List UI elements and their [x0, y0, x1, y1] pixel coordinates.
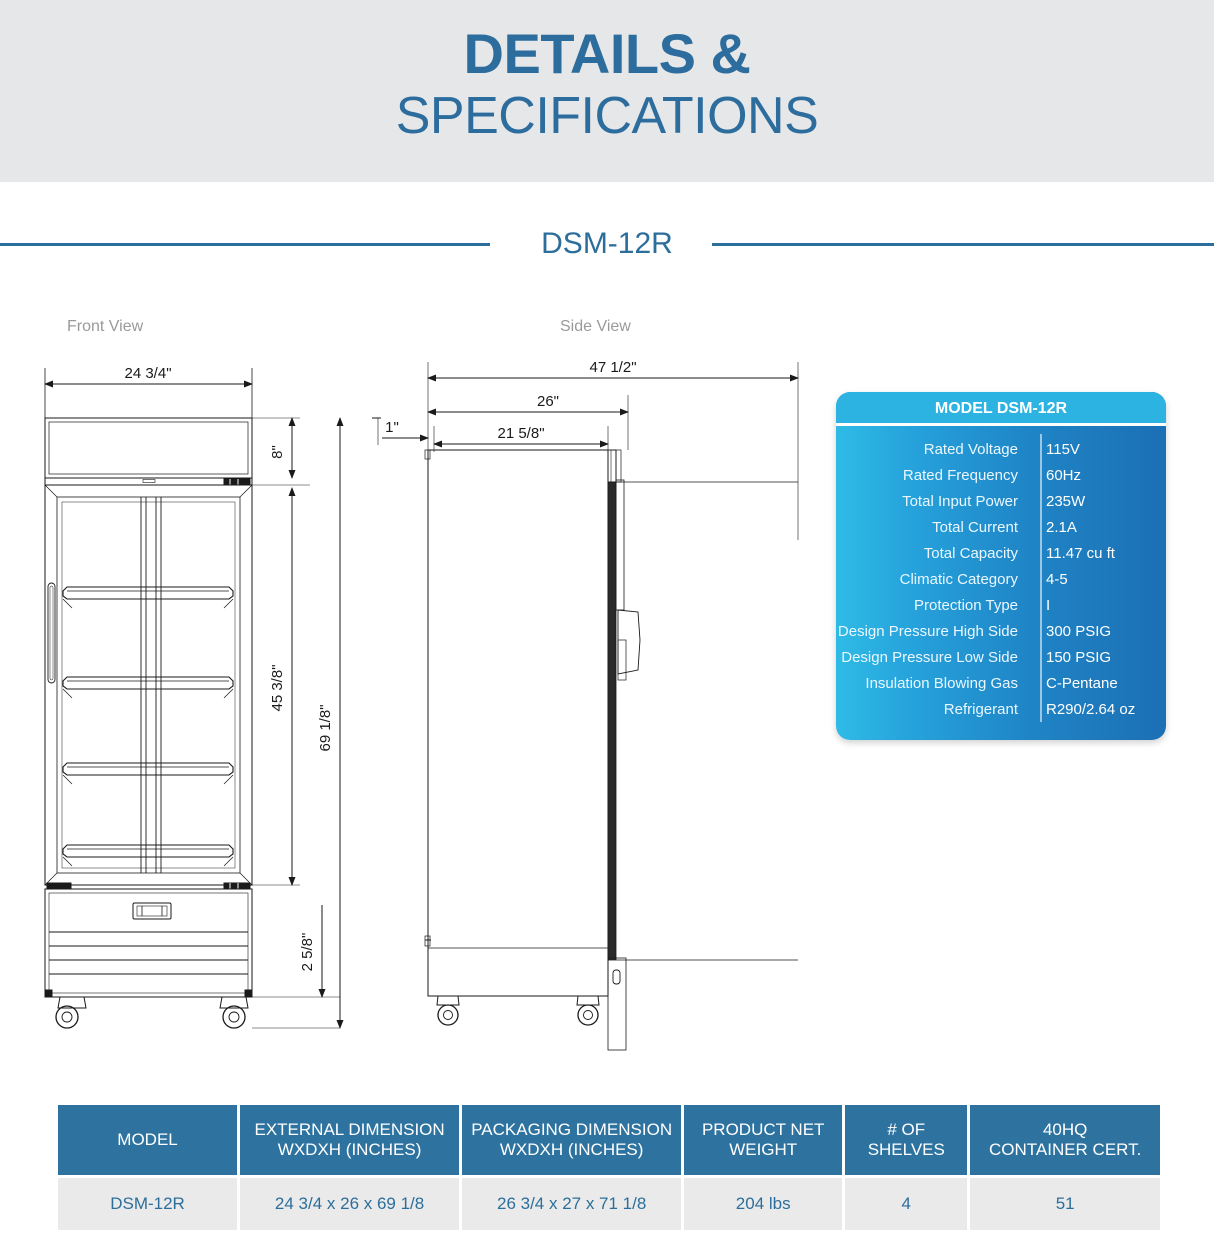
- spec-divider-line: [1040, 434, 1042, 722]
- spec-panel-body: Rated Voltage 115V Rated Frequency 60Hz …: [836, 426, 1166, 730]
- spec-row: Refrigerant R290/2.64 oz: [836, 696, 1166, 722]
- spec-key: Climatic Category: [899, 570, 1018, 588]
- table-header-shelves: # OF SHELVES: [845, 1105, 968, 1175]
- svg-text:24 3/4": 24 3/4": [124, 365, 171, 382]
- page-title-line1: DETAILS &: [463, 22, 751, 85]
- spec-value: 4-5: [1046, 570, 1068, 588]
- spec-value: I: [1046, 596, 1051, 614]
- spec-key: Total Capacity: [923, 544, 1018, 562]
- svg-text:69 1/8": 69 1/8": [317, 704, 334, 751]
- table-header-row: MODEL EXTERNAL DIMENSION WXDXH (INCHES) …: [58, 1105, 1160, 1175]
- page-banner: DETAILS & SPECIFICATIONS: [0, 0, 1214, 182]
- cell-packaging-dimension: 26 3/4 x 27 x 71 1/8: [462, 1178, 682, 1230]
- spec-row: Rated Voltage 115V: [836, 436, 1166, 462]
- header-line: WEIGHT: [729, 1140, 798, 1159]
- spec-key: Total Input Power: [902, 492, 1018, 510]
- divider-line-left: [0, 243, 490, 246]
- header-line: EXTERNAL DIMENSION: [254, 1119, 445, 1139]
- table-header-model: MODEL: [58, 1105, 238, 1175]
- svg-text:26": 26": [537, 393, 559, 410]
- spec-row: Rated Frequency 60Hz: [836, 462, 1166, 488]
- header-line: WXDXH (INCHES): [277, 1140, 422, 1159]
- header-line: # OF: [887, 1119, 926, 1139]
- svg-text:1": 1": [385, 419, 399, 436]
- cell-model: DSM-12R: [58, 1178, 238, 1230]
- spec-row: Climatic Category 4-5: [836, 566, 1166, 592]
- spec-key: Rated Frequency: [902, 466, 1018, 484]
- svg-text:21 5/8": 21 5/8": [497, 425, 544, 442]
- spec-value: C-Pentane: [1046, 674, 1118, 692]
- spec-key: Rated Voltage: [923, 440, 1018, 458]
- spec-panel-header-text: MODEL DSM-12R: [934, 400, 1068, 417]
- spec-value: R290/2.64 oz: [1046, 700, 1136, 718]
- technical-drawing-svg: 24 3/4": [44, 359, 799, 1051]
- spec-key: Design Pressure High Side: [837, 622, 1018, 640]
- svg-text:8": 8": [269, 445, 286, 459]
- table-header-external-dimension: EXTERNAL DIMENSION WXDXH (INCHES): [240, 1105, 460, 1175]
- spec-value: 2.1A: [1046, 518, 1077, 536]
- cell-net-weight: 204 lbs: [684, 1178, 843, 1230]
- header-line: CONTAINER CERT.: [988, 1140, 1142, 1159]
- cell-external-dimension: 24 3/4 x 26 x 69 1/8: [240, 1178, 460, 1230]
- cell-container-cert: 51: [970, 1178, 1160, 1230]
- header-line: PACKAGING DIMENSION: [471, 1119, 673, 1139]
- spec-value: 11.47 cu ft: [1046, 544, 1115, 562]
- model-name: DSM-12R: [541, 227, 673, 260]
- spec-row: Design Pressure High Side 300 PSIG: [836, 618, 1166, 644]
- spec-value: 115V: [1046, 440, 1080, 458]
- spec-row: Insulation Blowing Gas C-Pentane: [836, 670, 1166, 696]
- spec-row: Design Pressure Low Side 150 PSIG: [836, 644, 1166, 670]
- technical-drawing-area: 24 3/4": [0, 340, 1214, 1080]
- spec-value: 235W: [1046, 492, 1086, 510]
- spec-key: Protection Type: [914, 596, 1018, 614]
- header-line: SHELVES: [867, 1140, 945, 1159]
- spec-value: 300 PSIG: [1046, 622, 1112, 640]
- page-title: DETAILS & SPECIFICATIONS: [0, 22, 1214, 145]
- specifications-panel: MODEL DSM-12R Rated Voltage 115V Rated F…: [836, 392, 1166, 740]
- spec-row: Protection Type I: [836, 592, 1166, 618]
- spec-key: Design Pressure Low Side: [841, 648, 1018, 666]
- table-header-net-weight: PRODUCT NET WEIGHT: [684, 1105, 843, 1175]
- side-view-label: Side View: [560, 318, 631, 335]
- svg-text:47 1/2": 47 1/2": [589, 359, 636, 376]
- svg-text:45 3/8": 45 3/8": [269, 664, 286, 711]
- side-view-drawing: 47 1/2" 26" 1" 21 5/8": [372, 359, 799, 1051]
- spec-row: Total Capacity 11.47 cu ft: [836, 540, 1166, 566]
- header-line: WXDXH (INCHES): [499, 1140, 644, 1159]
- dimensions-table: MODEL EXTERNAL DIMENSION WXDXH (INCHES) …: [55, 1102, 1163, 1233]
- spec-panel-header: MODEL DSM-12R: [836, 392, 1166, 426]
- spec-key: Total Current: [932, 518, 1018, 536]
- spec-value: 150 PSIG: [1046, 648, 1112, 666]
- model-divider-row: DSM-12R: [0, 222, 1214, 266]
- front-view-drawing: 24 3/4": [44, 365, 344, 1029]
- spec-value: 60Hz: [1046, 466, 1082, 484]
- spec-key: Refrigerant: [943, 700, 1018, 718]
- spec-key: Insulation Blowing Gas: [865, 674, 1018, 692]
- header-line: 40HQ: [1042, 1119, 1088, 1139]
- spec-row: Total Input Power 235W: [836, 488, 1166, 514]
- table-header-packaging-dimension: PACKAGING DIMENSION WXDXH (INCHES): [462, 1105, 682, 1175]
- table-header-container-cert: 40HQ CONTAINER CERT.: [970, 1105, 1160, 1175]
- page-title-line2: SPECIFICATIONS: [395, 87, 819, 145]
- table-row: DSM-12R 24 3/4 x 26 x 69 1/8 26 3/4 x 27…: [58, 1178, 1160, 1230]
- front-view-label: Front View: [67, 318, 144, 335]
- header-line: MODEL: [117, 1129, 178, 1149]
- divider-line-right: [712, 243, 1214, 246]
- svg-text:2 5/8": 2 5/8": [299, 933, 316, 972]
- spec-row: Total Current 2.1A: [836, 514, 1166, 540]
- header-line: PRODUCT NET: [701, 1119, 825, 1139]
- cell-shelves: 4: [845, 1178, 968, 1230]
